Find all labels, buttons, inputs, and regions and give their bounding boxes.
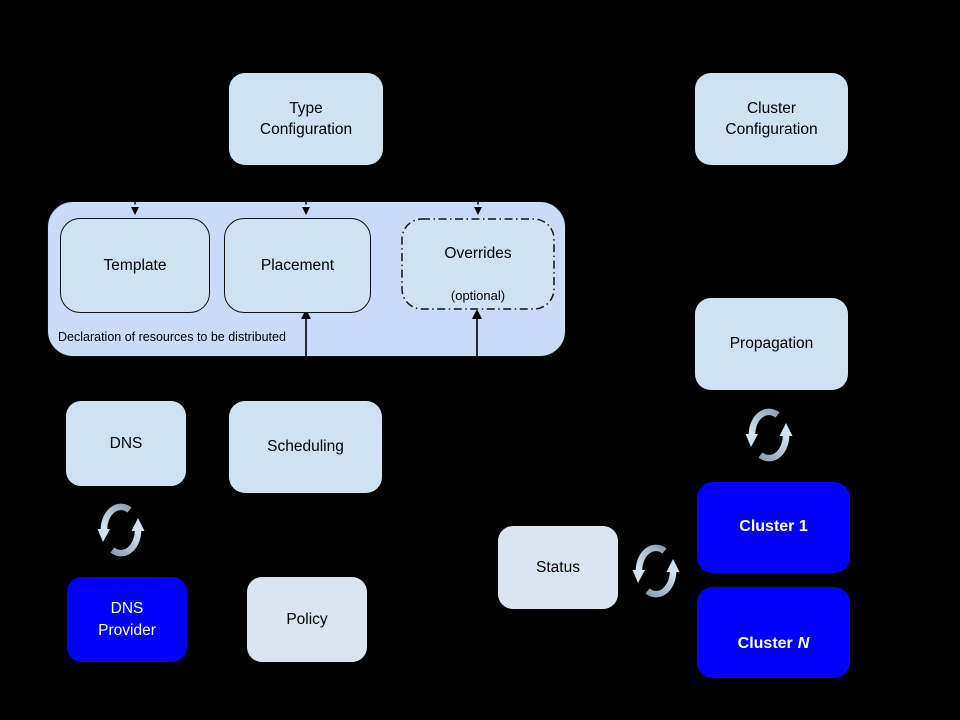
type-configuration-box: Type Configuration: [229, 73, 383, 165]
policy-label: Policy: [286, 610, 328, 628]
overrides-label: Overrides (optional): [444, 221, 511, 307]
cluster-1-label: Cluster 1: [739, 518, 808, 536]
cluster-n-variable: N: [797, 634, 810, 652]
dns-label: DNS: [109, 434, 143, 452]
dns-box: DNS: [66, 401, 186, 486]
template-label: Template: [103, 256, 167, 274]
status-box: Status: [498, 526, 618, 609]
cluster-1-box: Cluster 1: [697, 482, 850, 573]
placement-box: Placement: [224, 218, 371, 313]
sync-icon: [745, 408, 793, 462]
sync-icon: [632, 544, 680, 598]
propagation-box: Propagation: [695, 298, 848, 390]
sync-icon: [97, 503, 145, 557]
status-label: Status: [536, 558, 580, 576]
placement-label: Placement: [260, 256, 335, 274]
dash-dot-border: [401, 218, 555, 310]
cluster-n-prefix: Cluster: [737, 634, 793, 652]
type-configuration-label: Type Configuration: [259, 99, 353, 138]
dns-provider-label: DNS Provider: [98, 600, 156, 639]
overrides-box: Overrides (optional): [401, 218, 555, 310]
cluster-configuration-box: Cluster Configuration: [695, 73, 848, 165]
scheduling-label: Scheduling: [267, 438, 344, 456]
overrides-title: Overrides: [444, 244, 512, 262]
template-box: Template: [60, 218, 210, 313]
propagation-label: Propagation: [729, 335, 814, 353]
overrides-note: (optional): [450, 288, 506, 304]
declaration-caption: Declaration of resources to be distribut…: [58, 330, 286, 344]
cluster-configuration-label: Cluster Configuration: [725, 99, 818, 138]
scheduling-box: Scheduling: [229, 401, 382, 493]
dns-provider-box: DNS Provider: [67, 577, 187, 662]
policy-box: Policy: [247, 577, 367, 662]
